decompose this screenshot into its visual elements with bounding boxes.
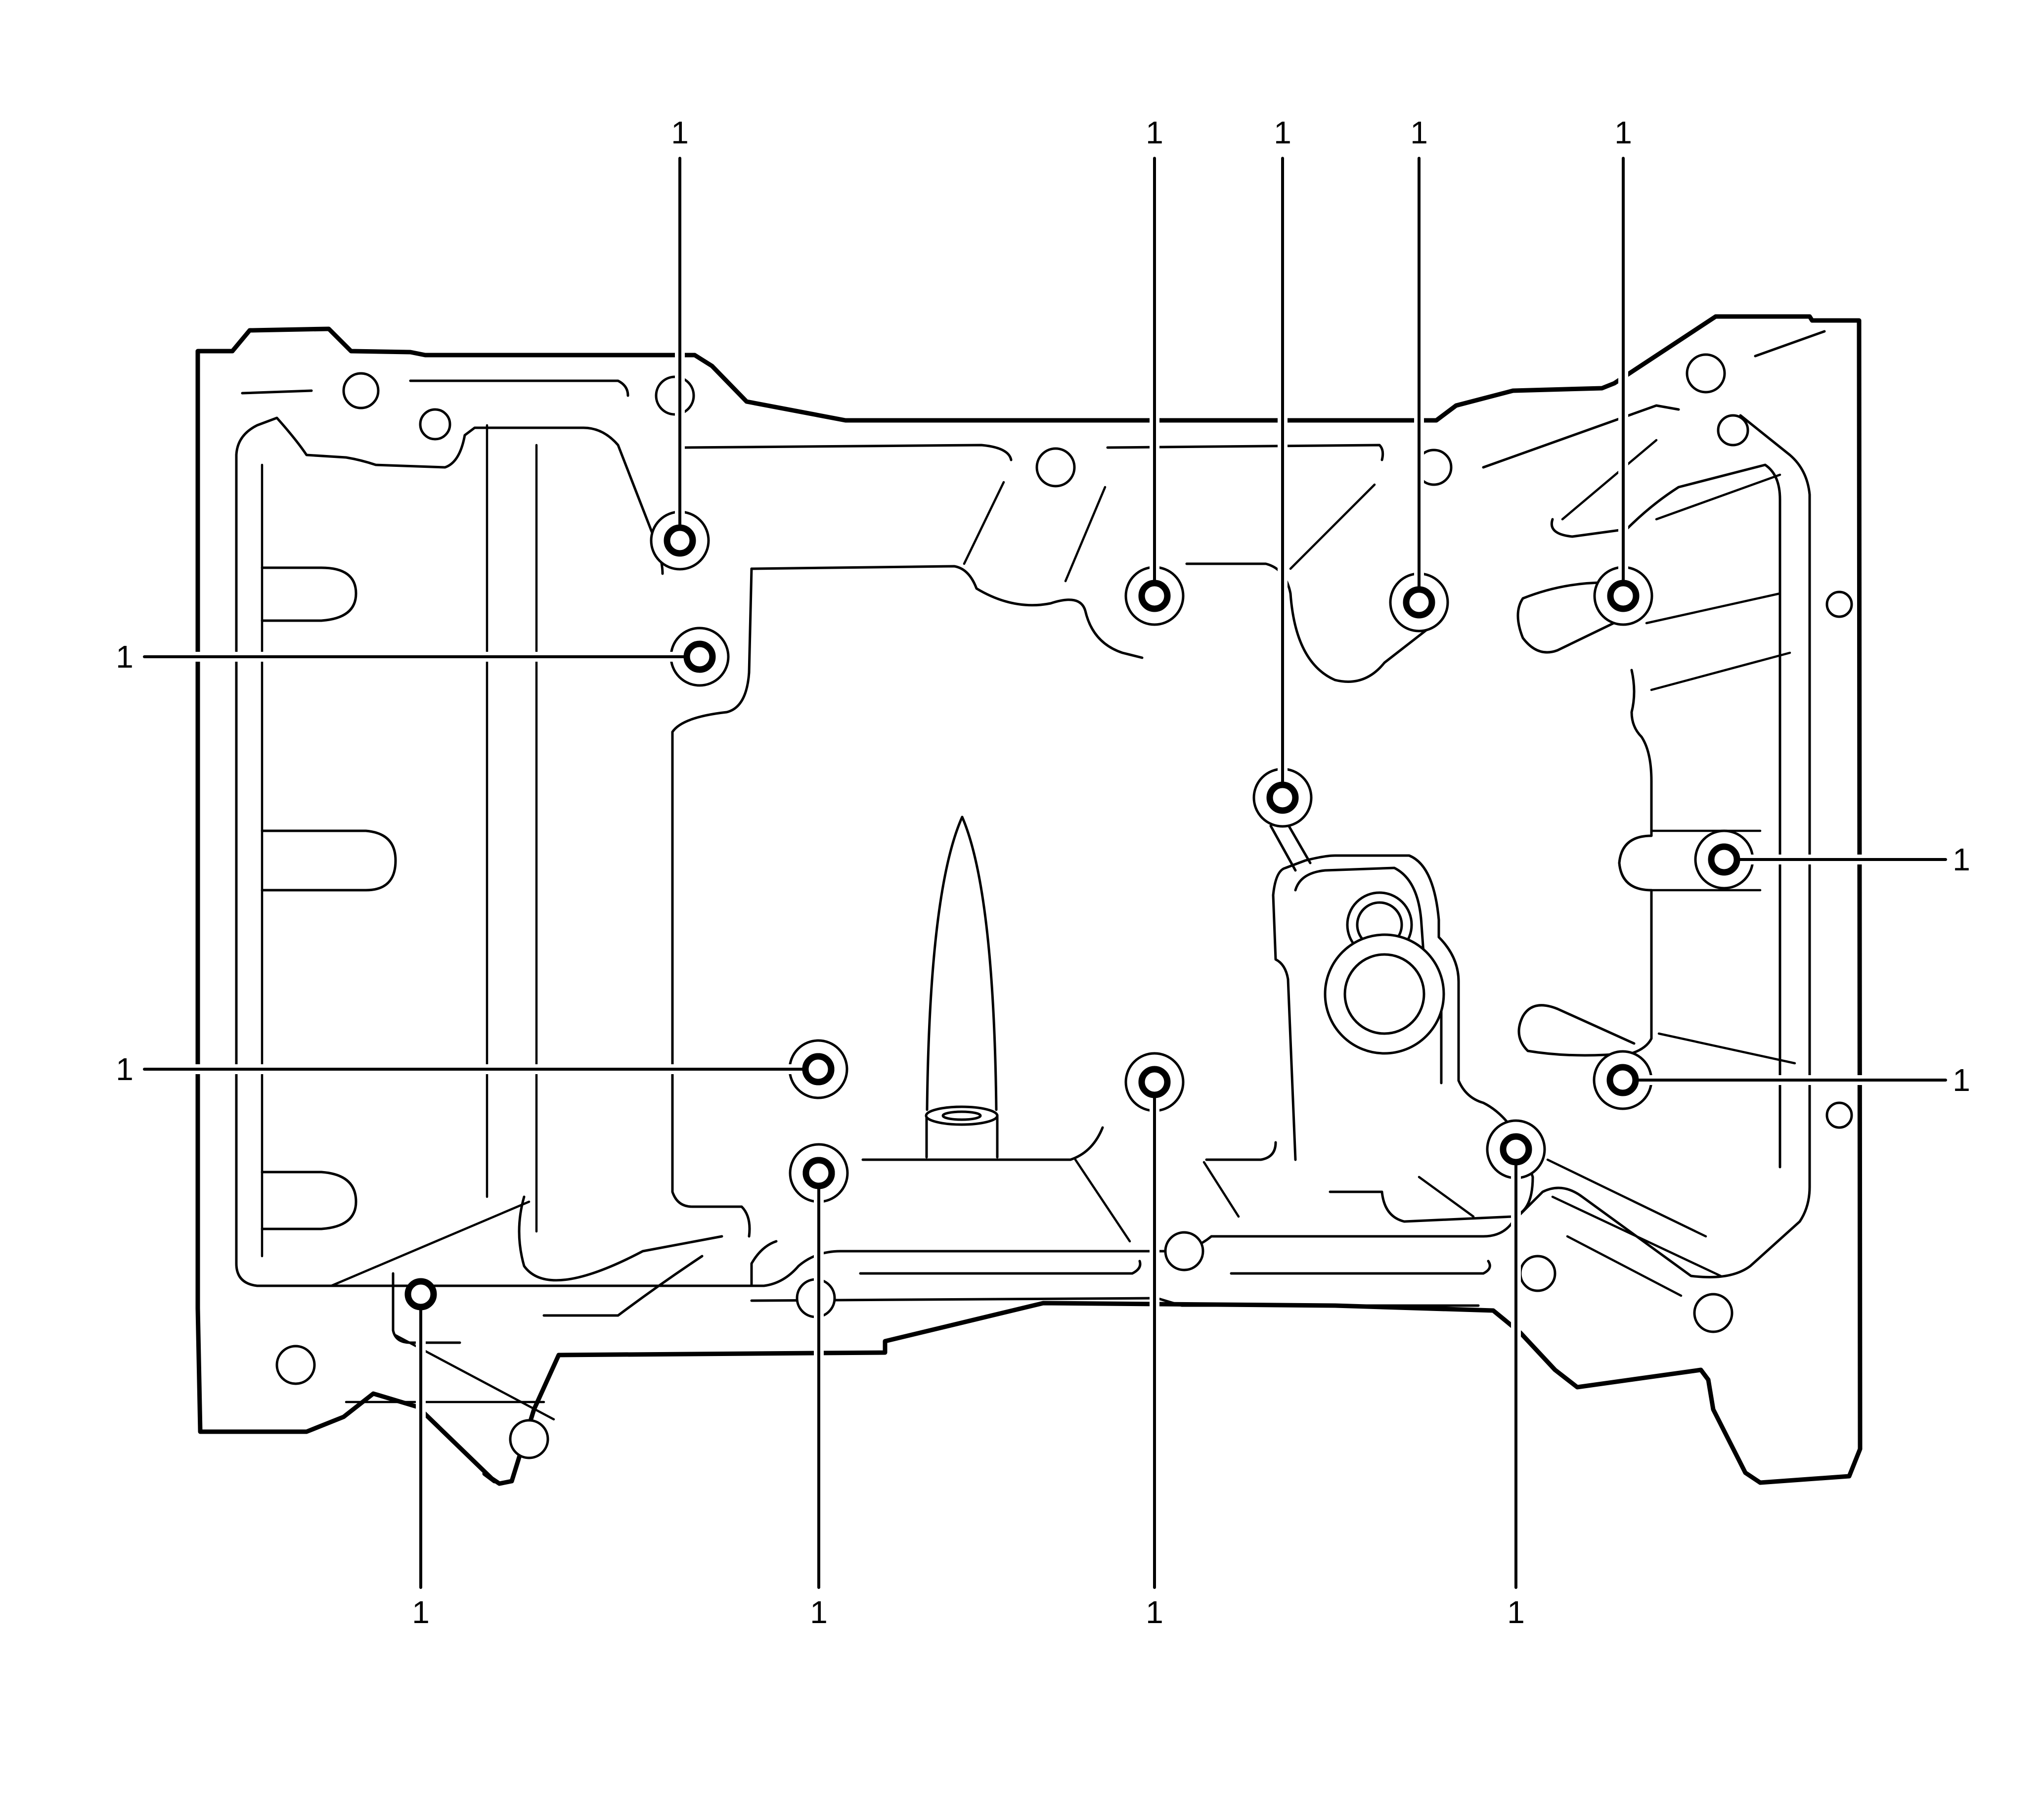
callout-label-top-5: 1 bbox=[1614, 115, 1632, 150]
bolt-bottom-left-lower bbox=[802, 1157, 835, 1189]
left-slot-2 bbox=[261, 829, 397, 892]
callout-label-top-4: 1 bbox=[1410, 115, 1428, 150]
bottom-left-curve-2 bbox=[542, 1255, 704, 1317]
callout-label-bottom-1: 1 bbox=[412, 1594, 430, 1630]
top-diag-1 bbox=[963, 481, 1005, 565]
callout-label-top-2: 1 bbox=[1146, 115, 1163, 150]
callout-label-right-2: 1 bbox=[1953, 1062, 1970, 1098]
flange-hole-7 bbox=[1717, 414, 1749, 447]
bottom-rail-1 bbox=[750, 1240, 1142, 1287]
bolt-right-1 bbox=[1708, 843, 1740, 876]
bolt-bottom-4 bbox=[1500, 1133, 1532, 1166]
flange-hole-12 bbox=[1693, 1293, 1733, 1333]
right-upper-slot bbox=[1516, 581, 1636, 654]
callout-labels: 1 1 1 1 1 1 1 1 1 1 1 1 1 bbox=[116, 115, 1970, 1630]
callout-label-left-1: 1 bbox=[116, 639, 133, 675]
bolt-top-3 bbox=[1266, 781, 1299, 814]
right-rib-4 bbox=[1561, 439, 1658, 521]
flange-hole-9 bbox=[1825, 1101, 1853, 1129]
callout-label-bottom-2: 1 bbox=[810, 1594, 828, 1630]
top-flange-line-1 bbox=[241, 389, 313, 395]
flange-hole-8 bbox=[1825, 590, 1853, 618]
bottom-left-tab bbox=[392, 1272, 461, 1344]
filter-port-inner bbox=[1343, 953, 1425, 1035]
sump-opening-outline bbox=[750, 565, 1144, 659]
bolt-right-2 bbox=[1606, 1064, 1639, 1096]
left-slot-1 bbox=[261, 566, 357, 622]
bolt-bottom-left-upper bbox=[802, 1053, 835, 1086]
drain-boss-body bbox=[925, 1114, 999, 1159]
flange-rail-outer bbox=[235, 414, 1811, 1287]
top-diag-3 bbox=[1289, 483, 1376, 570]
flange-hole-15 bbox=[509, 1419, 549, 1459]
top-flange-line-6 bbox=[1754, 330, 1826, 358]
bottom-left-curve bbox=[518, 1195, 723, 1282]
bottom-right-ribs-2 bbox=[1551, 1195, 1722, 1277]
bottom-left-diag-1 bbox=[330, 1200, 531, 1287]
baffle-cone bbox=[926, 815, 998, 1111]
bottom-right-ribs-1 bbox=[1546, 1158, 1707, 1238]
top-flange-line-4 bbox=[1106, 444, 1384, 461]
right-rib-3 bbox=[1657, 1032, 1796, 1065]
sump-floor-line bbox=[861, 1126, 1104, 1161]
bolt-top-1 bbox=[664, 524, 696, 557]
bottom-sump-diag-3 bbox=[1418, 1176, 1475, 1218]
right-lower-slot bbox=[1517, 1004, 1636, 1057]
top-flange-line-3 bbox=[683, 444, 1013, 461]
bolt-top-4 bbox=[1403, 586, 1435, 619]
flange-hole-10 bbox=[1164, 1231, 1204, 1271]
callout-label-right-1: 1 bbox=[1953, 842, 1970, 877]
top-flange-line-5 bbox=[1482, 404, 1680, 469]
pump-mount-outline bbox=[1272, 854, 1534, 1223]
flange-rail-top bbox=[235, 416, 664, 575]
right-rib-1 bbox=[1650, 651, 1791, 691]
bottom-sump-diag-2 bbox=[1202, 1161, 1240, 1218]
right-rail-2 bbox=[1618, 669, 1653, 1055]
bolts bbox=[404, 524, 1740, 1311]
callout-label-top-3: 1 bbox=[1274, 115, 1291, 150]
oil-pan-outer-outline bbox=[195, 314, 1863, 1486]
flange-hole-4 bbox=[1035, 447, 1076, 488]
callout-leaders bbox=[143, 157, 1947, 1589]
flange-hole-14 bbox=[275, 1345, 316, 1385]
flange-hole-11 bbox=[1519, 1255, 1556, 1292]
bottom-right-ribs-3 bbox=[1566, 1235, 1683, 1297]
sump-opening-left bbox=[671, 567, 753, 1238]
top-flange-line-2 bbox=[409, 379, 629, 397]
right-rail-1 bbox=[1551, 463, 1781, 1169]
top-diag-2 bbox=[1064, 486, 1107, 583]
sump-floor-line-2 bbox=[1205, 1141, 1277, 1161]
callout-label-left-2: 1 bbox=[116, 1051, 133, 1087]
drain-boss-hole bbox=[941, 1110, 982, 1121]
bottom-sump-diag-1 bbox=[1074, 1158, 1131, 1243]
bolt-bottom-1 bbox=[404, 1278, 437, 1311]
callout-label-top-1: 1 bbox=[671, 115, 689, 150]
flange-hole-1 bbox=[342, 372, 380, 409]
bolt-top-2 bbox=[1138, 580, 1171, 612]
flange-hole-2 bbox=[419, 408, 451, 441]
callout-label-bottom-4: 1 bbox=[1507, 1594, 1525, 1630]
right-rib-2 bbox=[1645, 592, 1781, 625]
bottom-rail-3 bbox=[750, 1297, 1480, 1307]
bolt-bottom-3 bbox=[1138, 1066, 1171, 1098]
bolt-top-5 bbox=[1607, 580, 1640, 612]
flange-hole-6 bbox=[1686, 353, 1726, 394]
bolt-left-1 bbox=[683, 640, 716, 673]
left-slot-3 bbox=[261, 1171, 357, 1230]
callout-label-bottom-3: 1 bbox=[1146, 1594, 1163, 1630]
right-rib-5 bbox=[1655, 473, 1781, 521]
bottom-rail-2 bbox=[1230, 1260, 1491, 1275]
sump-opening-right bbox=[1185, 562, 1430, 683]
